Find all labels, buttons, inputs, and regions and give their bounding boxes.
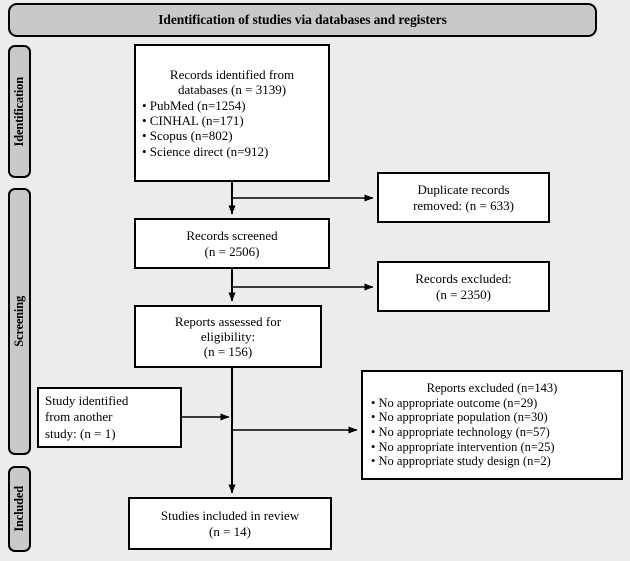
box-records-identified-bullet-2: • CINHAL (n=171) <box>142 113 244 128</box>
box-records-identified-bullet-4: • Science direct (n=912) <box>142 143 269 159</box>
box-records-excluded-line-1: Records excluded: <box>415 271 512 287</box>
diagram-title: Identification of studies via databases … <box>158 12 447 27</box>
box-studies-included-in-review: Studies included in review (n = 14) <box>128 497 332 550</box>
box-reports-excluded-heading: Reports excluded (n=143) <box>426 381 558 396</box>
box-reports-excluded-bullet-5: • No appropriate study design (n=2) <box>371 454 551 469</box>
box-reports-assessed-line-2: eligibility: <box>200 328 256 344</box>
box-studies-included-line-1: Studies included in review <box>160 508 300 524</box>
box-reports-assessed-line-3: (n = 156) <box>203 344 253 360</box>
phase-label-included: Included <box>8 466 31 552</box>
box-study-identified-other: Study identified from another study: (n … <box>37 387 182 448</box>
phase-label-identification: Identification <box>8 45 31 178</box>
phase-label-screening: Screening <box>8 188 31 455</box>
box-duplicate-records-line-2: removed: (n = 633) <box>413 197 514 213</box>
phase-label-identification-text: Identification <box>12 76 26 147</box>
diagram-header-banner: Identification of studies via databases … <box>8 3 597 37</box>
box-records-identified-line-1: Records identified from <box>169 67 295 83</box>
box-records-identified-line-2: databases (n = 3139) <box>177 82 287 98</box>
phase-label-included-text: Included <box>12 486 26 532</box>
box-records-identified-bullet-3: • Scopus (n=802) <box>142 128 233 144</box>
box-records-excluded: Records excluded: (n = 2350) <box>377 261 550 312</box>
box-duplicate-records-line-1: Duplicate records <box>417 182 510 198</box>
box-reports-excluded-bullet-4: • No appropriate intervention (n=25) <box>371 439 555 454</box>
box-reports-excluded: Reports excluded (n=143) • No appropriat… <box>361 370 623 480</box>
box-reports-excluded-bullet-3: • No appropriate technology (n=57) <box>371 425 550 439</box>
box-study-identified-other-line-2: from another <box>45 409 113 425</box>
phase-label-screening-text: Screening <box>12 296 26 347</box>
box-studies-included-line-2: (n = 14) <box>209 523 251 539</box>
box-records-screened: Records screened (n = 2506) <box>134 218 330 269</box>
box-reports-assessed-line-1: Reports assessed for <box>174 313 282 329</box>
box-records-screened-line-2: (n = 2506) <box>204 243 260 259</box>
box-reports-excluded-bullet-2: • No appropriate population (n=30) <box>371 410 548 425</box>
box-study-identified-other-line-3: study: (n = 1) <box>45 425 116 441</box>
box-duplicate-records-removed: Duplicate records removed: (n = 633) <box>377 172 550 223</box>
box-study-identified-other-line-1: Study identified <box>45 393 129 409</box>
box-records-screened-line-1: Records screened <box>186 228 278 244</box>
box-reports-assessed-eligibility: Reports assessed for eligibility: (n = 1… <box>134 305 322 368</box>
box-records-identified: Records identified from databases (n = 3… <box>134 44 330 182</box>
box-reports-excluded-bullet-1: • No appropriate outcome (n=29) <box>371 395 538 410</box>
box-records-identified-bullet-1: • PubMed (n=1254) <box>142 97 246 113</box>
box-records-excluded-line-2: (n = 2350) <box>436 286 491 302</box>
